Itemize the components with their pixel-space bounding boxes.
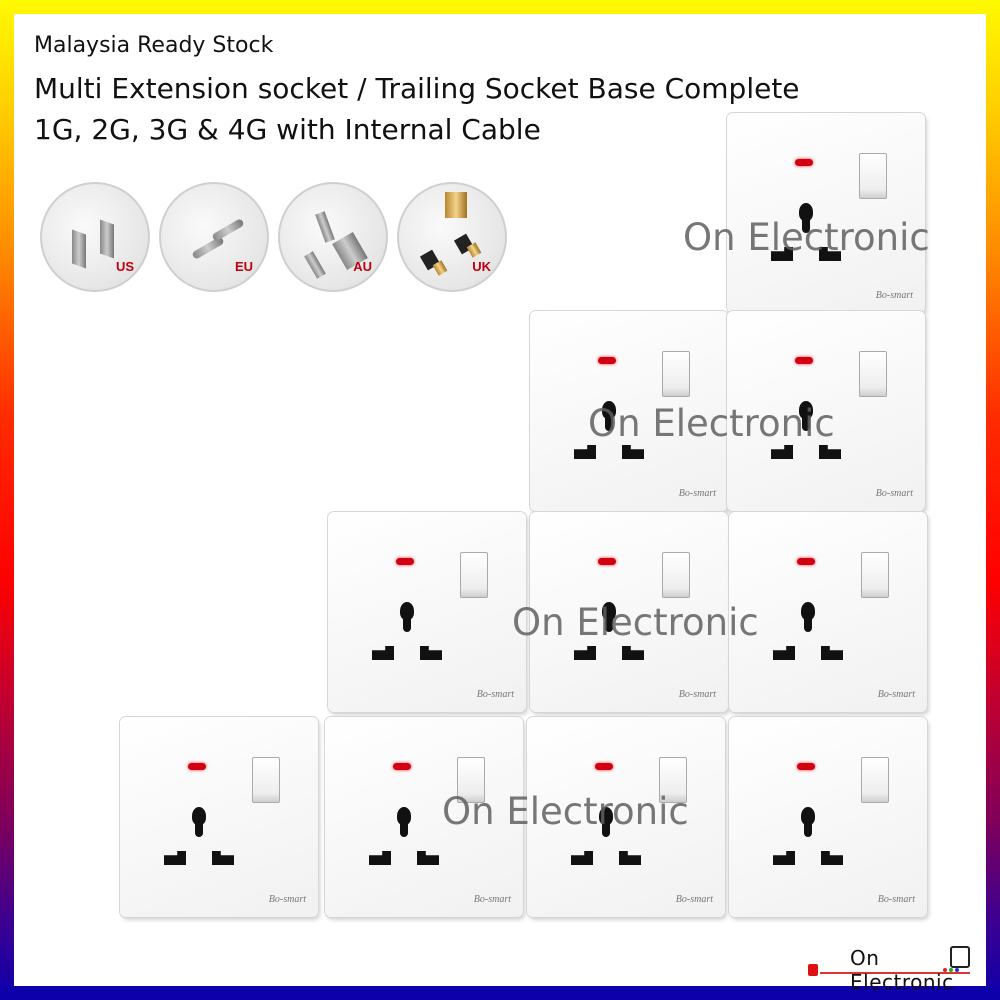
watermark: On Electronic — [588, 402, 835, 445]
phone-cart-icon — [950, 946, 970, 968]
earth-pin-hole — [799, 203, 813, 221]
brand-mark: Bo-smart — [877, 689, 915, 700]
brand-logo: On Electronic — [800, 946, 976, 994]
socket-panel-4g-1: Bo-smart — [120, 717, 318, 917]
headline-variants: 1G, 2G, 3G & 4G with Internal Cable — [34, 113, 541, 146]
plug-label-au: AU — [353, 259, 372, 274]
plug-label-uk: UK — [472, 259, 491, 274]
socket-panel-1g-1: Bo-smart — [727, 113, 925, 313]
au-plug-icon: AU — [278, 182, 388, 292]
socket-panel-4g-3: Bo-smart — [527, 717, 725, 917]
headline-stock: Malaysia Ready Stock — [34, 33, 274, 58]
gradient-border-bottom — [0, 986, 1000, 1000]
brand-mark: Bo-smart — [678, 488, 716, 499]
brand-mark: Bo-smart — [875, 290, 913, 301]
socket-panel-3g-3: Bo-smart — [729, 512, 927, 712]
plug-label-eu: EU — [234, 259, 253, 274]
socket-panel-4g-2: Bo-smart — [325, 717, 523, 917]
socket-panel-2g-1: Bo-smart — [530, 311, 728, 511]
power-plug-icon — [808, 964, 818, 976]
brand-mark: Bo-smart — [476, 689, 514, 700]
headline-product: Multi Extension socket / Trailing Socket… — [34, 72, 800, 105]
watermark: On Electronic — [442, 790, 689, 833]
socket-panel-3g-1: Bo-smart — [328, 512, 526, 712]
watermark: On Electronic — [512, 601, 759, 644]
eu-plug-icon: EU — [159, 182, 269, 292]
socket-panel-2g-2: Bo-smart — [727, 311, 925, 511]
watermark: On Electronic — [683, 216, 930, 259]
rocker-switch — [859, 153, 887, 199]
plug-label-us: US — [115, 259, 134, 274]
brand-mark: Bo-smart — [875, 488, 913, 499]
socket-panel-4g-4: Bo-smart — [729, 717, 927, 917]
brand-mark: Bo-smart — [473, 894, 511, 905]
brand-mark: Bo-smart — [678, 689, 716, 700]
brand-mark: Bo-smart — [877, 894, 915, 905]
us-plug-icon: US — [40, 182, 150, 292]
socket-panel-3g-2: Bo-smart — [530, 512, 728, 712]
cable-line — [820, 972, 970, 974]
uk-plug-icon: UK — [397, 182, 507, 292]
plug-type-row: US EU AU UK — [40, 182, 507, 292]
brand-mark: Bo-smart — [268, 894, 306, 905]
logo-text: On Electronic — [850, 946, 954, 994]
brand-mark: Bo-smart — [675, 894, 713, 905]
indicator-led — [795, 159, 813, 166]
